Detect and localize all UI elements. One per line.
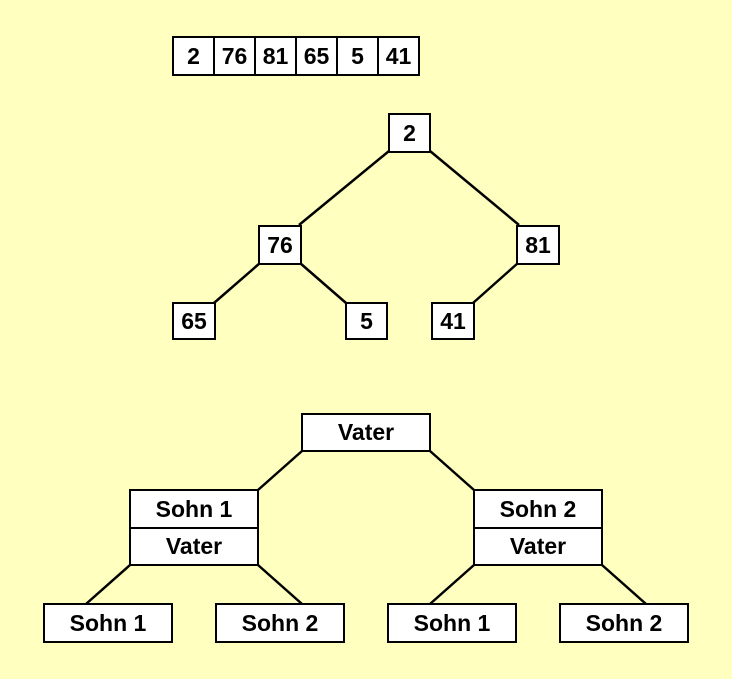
- edge-vater-sohn2: [429, 450, 475, 491]
- heap-node-left-left: 65: [172, 302, 216, 340]
- edge-2-76: [298, 150, 390, 226]
- heap-node-left-right: 5: [345, 302, 388, 340]
- edge-r-rl: [429, 564, 475, 605]
- array-cell: 2: [172, 36, 215, 76]
- edge-vater-sohn1: [257, 450, 303, 491]
- array-cell: 41: [377, 36, 420, 76]
- schema-leaf-lr: Sohn 2: [215, 603, 345, 643]
- array-row: 2 76 81 65 5 41: [172, 36, 420, 76]
- edge-l-lr: [257, 564, 303, 605]
- schema-root: Vater: [301, 413, 431, 452]
- array-cell: 76: [213, 36, 256, 76]
- heap-node-right-left: 41: [431, 302, 475, 340]
- edge-l-ll: [85, 564, 131, 605]
- array-cell: 5: [336, 36, 379, 76]
- schema-right-son: Sohn 2: [473, 489, 603, 529]
- edge-76-65: [213, 262, 261, 304]
- edge-81-41: [472, 262, 519, 304]
- edge-2-81: [429, 150, 520, 226]
- schema-leaf-ll: Sohn 1: [43, 603, 173, 643]
- schema-left-son: Sohn 1: [129, 489, 259, 529]
- schema-right-father: Vater: [473, 527, 603, 566]
- array-cell: 65: [295, 36, 338, 76]
- array-cell: 81: [254, 36, 297, 76]
- edge-r-rr: [601, 564, 647, 605]
- heap-node-left: 76: [258, 225, 302, 265]
- heap-node-root: 2: [388, 113, 431, 153]
- schema-left-father: Vater: [129, 527, 259, 566]
- edge-76-5: [299, 262, 347, 304]
- schema-leaf-rl: Sohn 1: [387, 603, 517, 643]
- heap-node-right: 81: [516, 225, 560, 265]
- schema-leaf-rr: Sohn 2: [559, 603, 689, 643]
